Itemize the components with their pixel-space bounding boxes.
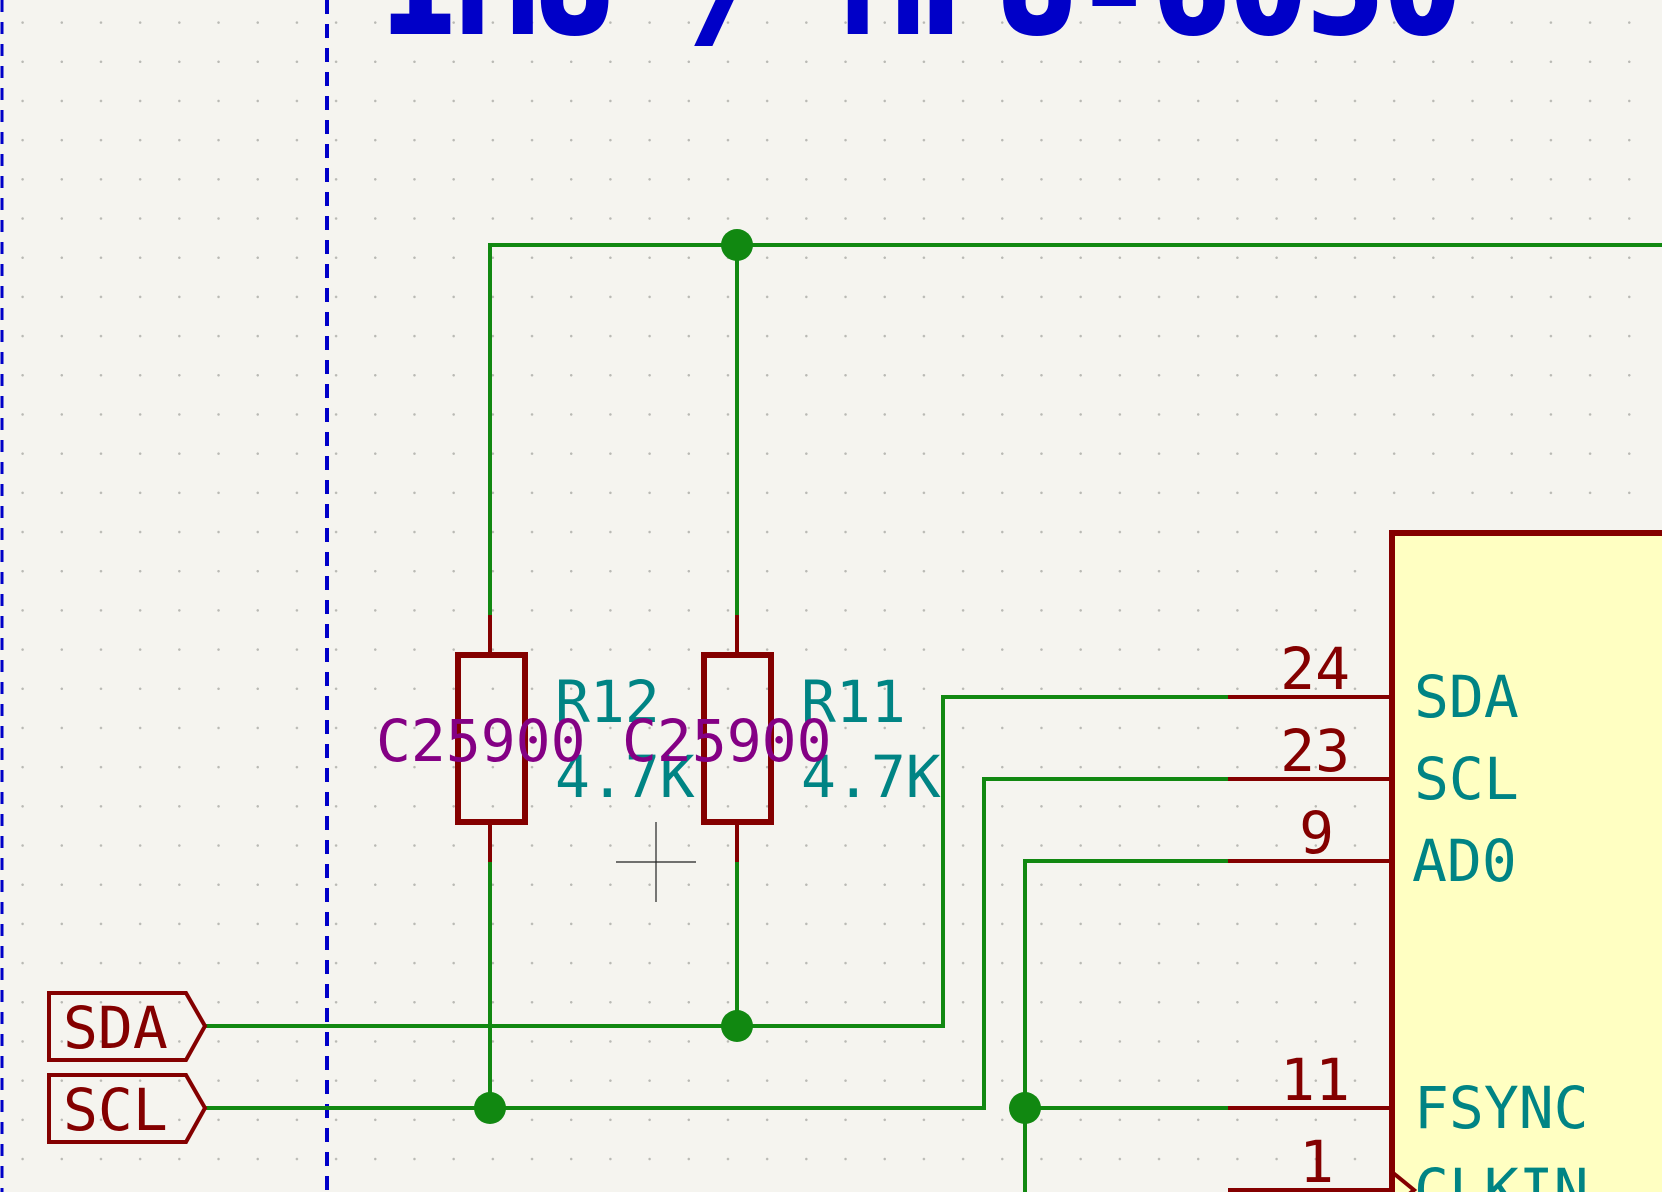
global-label-scl-text: SCL (63, 1076, 168, 1144)
ic-mpu6050[interactable] (1389, 530, 1662, 1192)
pin-name: AD0 (1412, 827, 1517, 895)
cursor-crosshair-icon (616, 822, 696, 902)
resistor-r11[interactable] (701, 615, 774, 862)
wire-scl-net[interactable] (203, 777, 1230, 1110)
pin-name: SCL (1414, 745, 1519, 813)
r11-part-number[interactable]: C25900 (622, 707, 832, 775)
junction-dot (474, 1092, 506, 1124)
r12-reference[interactable]: R12 (555, 668, 660, 736)
sheet-title: IMU / MPU-6050 (382, 0, 1461, 63)
global-label-sda[interactable]: SDA (47, 991, 208, 1062)
global-label-sda-text: SDA (63, 994, 168, 1062)
sheet-border (0, 0, 329, 1192)
pin-number: 24 (1280, 635, 1350, 703)
pin-number: 1 (1299, 1128, 1334, 1192)
junction-dot (1009, 1092, 1041, 1124)
resistor-r12[interactable] (455, 615, 528, 862)
r12-part-number[interactable]: C25900 (376, 707, 586, 775)
r11-value[interactable]: 4.7K (801, 743, 941, 811)
wires (203, 243, 1662, 1192)
pin-name: SDA (1414, 663, 1519, 731)
pin-name: FSYNC (1414, 1074, 1589, 1142)
junction-dot (721, 229, 753, 261)
clock-input-marker-icon (1390, 1170, 1418, 1192)
wire-sda-net[interactable] (203, 695, 1230, 1028)
pin-name: CLKIN (1414, 1156, 1589, 1192)
global-label-scl[interactable]: SCL (47, 1073, 208, 1144)
pin-number: 23 (1280, 717, 1350, 785)
pin-number: 11 (1280, 1046, 1350, 1114)
wire-ad0-net[interactable] (1023, 859, 1230, 1192)
ic-pin-lines (1228, 695, 1392, 1192)
r12-value[interactable]: 4.7K (555, 743, 695, 811)
junctions (474, 229, 1041, 1124)
pin-number: 9 (1299, 799, 1334, 867)
r11-reference[interactable]: R11 (801, 668, 906, 736)
junction-dot (721, 1010, 753, 1042)
